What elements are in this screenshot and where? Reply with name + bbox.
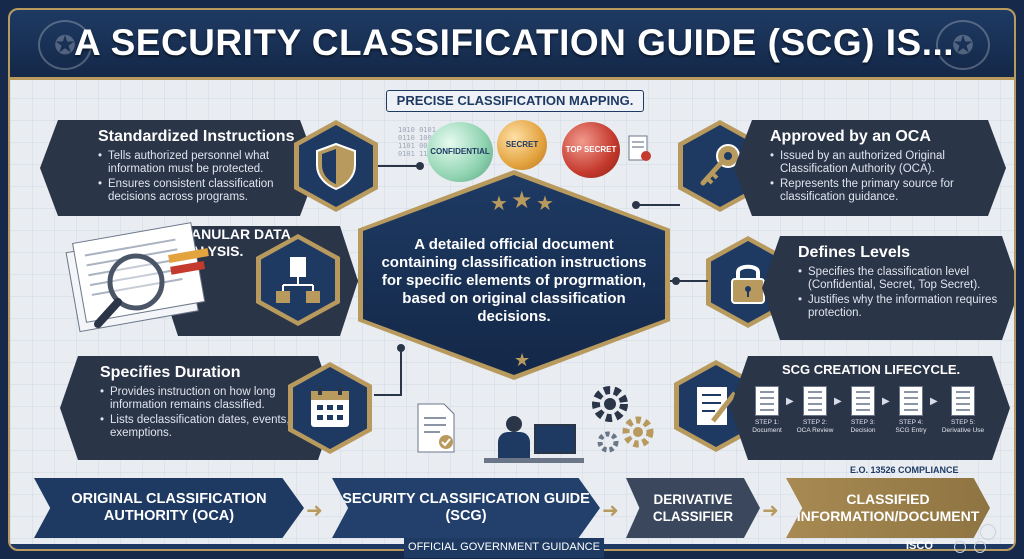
panel-specifies-duration: Specifies Duration Provides instruction … (60, 356, 336, 460)
compliance-note: E.O. 13526 COMPLIANCE (850, 465, 959, 475)
calendar-hexagon (288, 362, 372, 454)
documents-magnifier-icon (65, 222, 209, 333)
seal-icon (954, 541, 966, 553)
star-icon: ★ (536, 193, 554, 215)
flow-step-oca: ORIGINAL CLASSIFICATION AUTHORITY (OCA) (34, 478, 304, 538)
checked-document-icon (417, 403, 455, 453)
star-icon: ★ (511, 187, 533, 214)
flow-step-scg: SECURITY CLASSIFICATION GUIDE (SCG) (332, 478, 600, 538)
arrow-right-icon: ➜ (602, 500, 619, 522)
lifecycle-step: STEP 3:Decision (844, 386, 882, 435)
panel-standardized-instructions: Standardized Instructions Tells authoriz… (40, 120, 318, 216)
arrow-right-icon: ▶ (834, 396, 842, 407)
lifecycle-title: SCG CREATION LIFECYCLE. (782, 362, 961, 377)
confidential-sphere: CONFIDENTIAL (427, 122, 493, 182)
panel-title: Standardized Instructions (98, 128, 295, 145)
eagle-seal-icon: ✪ (38, 20, 92, 70)
seal-icon (980, 524, 996, 540)
infographic-frame: ✪ ✪ A SECURITY CLASSIFICATION GUIDE (SCG… (8, 8, 1016, 551)
lifecycle-step: STEP 2:OCA Review (796, 386, 834, 435)
padlock-icon (731, 264, 765, 304)
star-icon: ★ (490, 193, 508, 215)
lifecycle-step: STEP 4:SCG Entry (892, 386, 930, 435)
arrow-right-icon: ▶ (786, 396, 794, 407)
arrow-right-icon: ▶ (930, 396, 938, 407)
flow-step-derivative: DERIVATIVE CLASSIFIER (626, 478, 760, 538)
lifecycle-step: STEP 1:Document (748, 386, 786, 435)
panel-title: Approved by an OCA (770, 128, 931, 145)
secret-sphere: SECRET (497, 120, 547, 170)
checklist-pencil-icon (697, 387, 737, 425)
star-icon: ★ (514, 350, 531, 370)
hierarchy-document-icon (276, 257, 320, 303)
isco-logo: ISCO (906, 540, 933, 552)
page-title: A SECURITY CLASSIFICATION GUIDE (SCG) IS… (73, 22, 955, 63)
footer-text: OFFICIAL GOVERNMENT GUIDANCE (404, 538, 604, 558)
person-icon (506, 416, 522, 432)
panel-title: Specifies Duration (100, 364, 241, 381)
arrow-right-icon: ➜ (306, 500, 323, 522)
bullet-item: Specifies the classification level (Conf… (798, 266, 1000, 292)
calendar-icon (311, 387, 349, 427)
arrow-right-icon: ▶ (882, 396, 890, 407)
shield-icon (316, 142, 356, 191)
bullet-item: Justifies why the information requires p… (798, 294, 1000, 320)
computer-monitor-icon (534, 424, 576, 454)
secret-document-icon (628, 135, 651, 161)
center-definition: A detailed official document containing … (381, 236, 647, 325)
bullet-item: Issued by an authorized Original Classif… (770, 150, 986, 176)
subtitle-tag: PRECISE CLASSIFICATION MAPPING. (386, 90, 644, 112)
bullet-item: Provides instruction on how long informa… (100, 386, 316, 412)
eagle-seal-icon: ✪ (936, 20, 990, 70)
arrow-right-icon: ➜ (762, 500, 779, 522)
gears-icon (592, 386, 654, 453)
flow-step-classified: CLASSIFIED INFORMATION/DOCUMENT (786, 478, 990, 538)
bullet-item: Lists declassification dates, events, or… (100, 414, 316, 440)
seal-icon (974, 541, 986, 553)
title-banner: ✪ ✪ A SECURITY CLASSIFICATION GUIDE (SCG… (10, 10, 1014, 80)
panel-approved-by-oca: Approved by an OCA Issued by an authoriz… (734, 120, 1006, 216)
top-secret-sphere: TOP SECRET (562, 122, 620, 178)
panel-title: Defines Levels (798, 244, 911, 261)
key-icon (700, 144, 740, 186)
bullet-item: Represents the primary source for classi… (770, 178, 986, 204)
panel-defines-levels: Defines Levels Specifies the classificat… (762, 236, 1016, 340)
bullet-item: Tells authorized personnel what informat… (98, 150, 298, 176)
bullet-item: Ensures consistent classification decisi… (98, 178, 298, 204)
lifecycle-step: STEP 5:Derivative Use (940, 386, 986, 435)
